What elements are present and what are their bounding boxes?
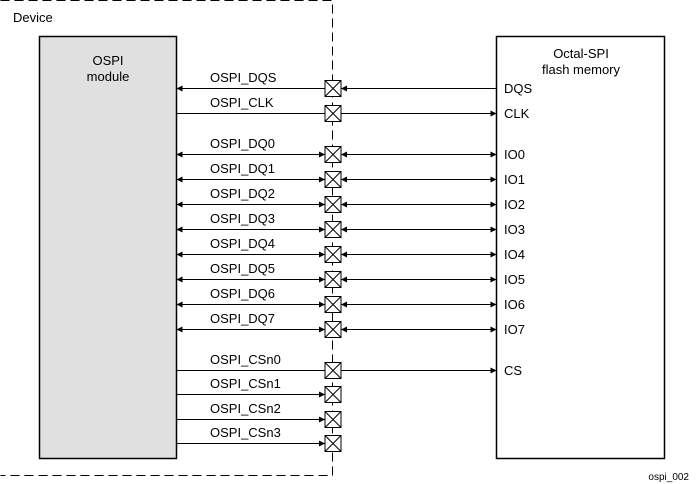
- device-boundary: [0, 0, 333, 476]
- pad-cross-ospi-csn0: [324, 362, 342, 379]
- signal-label-ospi-dq6: OSPI_DQ6: [210, 286, 275, 301]
- signal-label-ospi-clk: OSPI_CLK: [210, 95, 274, 110]
- pin-label-dqs: DQS: [504, 81, 533, 96]
- ospi-module-title-line2: module: [87, 69, 130, 84]
- pin-label-io4: IO4: [504, 247, 525, 262]
- signal-label-ospi-csn2: OSPI_CSn2: [210, 401, 281, 416]
- signal-label-ospi-csn0: OSPI_CSn0: [210, 352, 281, 367]
- ospi-module-box: [38, 35, 178, 460]
- pin-label-clk: CLK: [504, 106, 530, 121]
- signal-label-ospi-dq1: OSPI_DQ1: [210, 161, 275, 176]
- signal-label-ospi-dq0: OSPI_DQ0: [210, 136, 275, 151]
- pin-label-io1: IO1: [504, 172, 525, 187]
- signal-label-ospi-dq7: OSPI_DQ7: [210, 311, 275, 326]
- pin-label-io5: IO5: [504, 272, 525, 287]
- pin-label-io7: IO7: [504, 322, 525, 337]
- flash-memory-title-line2: flash memory: [542, 62, 621, 77]
- signal-group: OSPI_DQS DQS OSPI_CLK CLK OSPI_DQ0IO0OSPI_DQ…: [176, 70, 533, 452]
- flash-memory-title-line1: Octal-SPI: [553, 46, 609, 61]
- signal-label-ospi-dqs: OSPI_DQS: [210, 70, 277, 85]
- pad-cross-ospi-dq4: [324, 246, 342, 263]
- pad-cross-ospi-dq7: [324, 321, 342, 338]
- pad-cross-ospi-dqs: [324, 80, 342, 97]
- pad-cross-ospi-clk: [324, 105, 342, 122]
- pin-label-io3: IO3: [504, 222, 525, 237]
- pad-cross-ospi-dq2: [324, 196, 342, 213]
- pin-label-io2: IO2: [504, 197, 525, 212]
- figure-id: ospi_002: [648, 472, 689, 483]
- pin-label-cs: CS: [504, 363, 522, 378]
- ospi-module-title-line1: OSPI: [92, 53, 123, 68]
- signal-label-ospi-dq3: OSPI_DQ3: [210, 211, 275, 226]
- pad-cross-ospi-csn2: [324, 411, 342, 428]
- pad-cross-ospi-dq3: [324, 221, 342, 238]
- pad-cross-ospi-csn3: [324, 435, 342, 452]
- signal-label-ospi-dq5: OSPI_DQ5: [210, 261, 275, 276]
- signal-label-ospi-csn1: OSPI_CSn1: [210, 376, 281, 391]
- device-label: Device: [13, 10, 53, 25]
- pad-cross-ospi-dq5: [324, 271, 342, 288]
- signal-label-ospi-dq4: OSPI_DQ4: [210, 236, 275, 251]
- pad-cross-ospi-dq1: [324, 171, 342, 188]
- signal-label-ospi-csn3: OSPI_CSn3: [210, 425, 281, 440]
- pad-cross-ospi-csn1: [324, 386, 342, 403]
- flash-memory-box: [495, 35, 666, 460]
- pad-cross-ospi-dq6: [324, 296, 342, 313]
- pin-label-io6: IO6: [504, 297, 525, 312]
- signal-label-ospi-dq2: OSPI_DQ2: [210, 186, 275, 201]
- pad-cross-ospi-dq0: [324, 146, 342, 163]
- pin-label-io0: IO0: [504, 147, 525, 162]
